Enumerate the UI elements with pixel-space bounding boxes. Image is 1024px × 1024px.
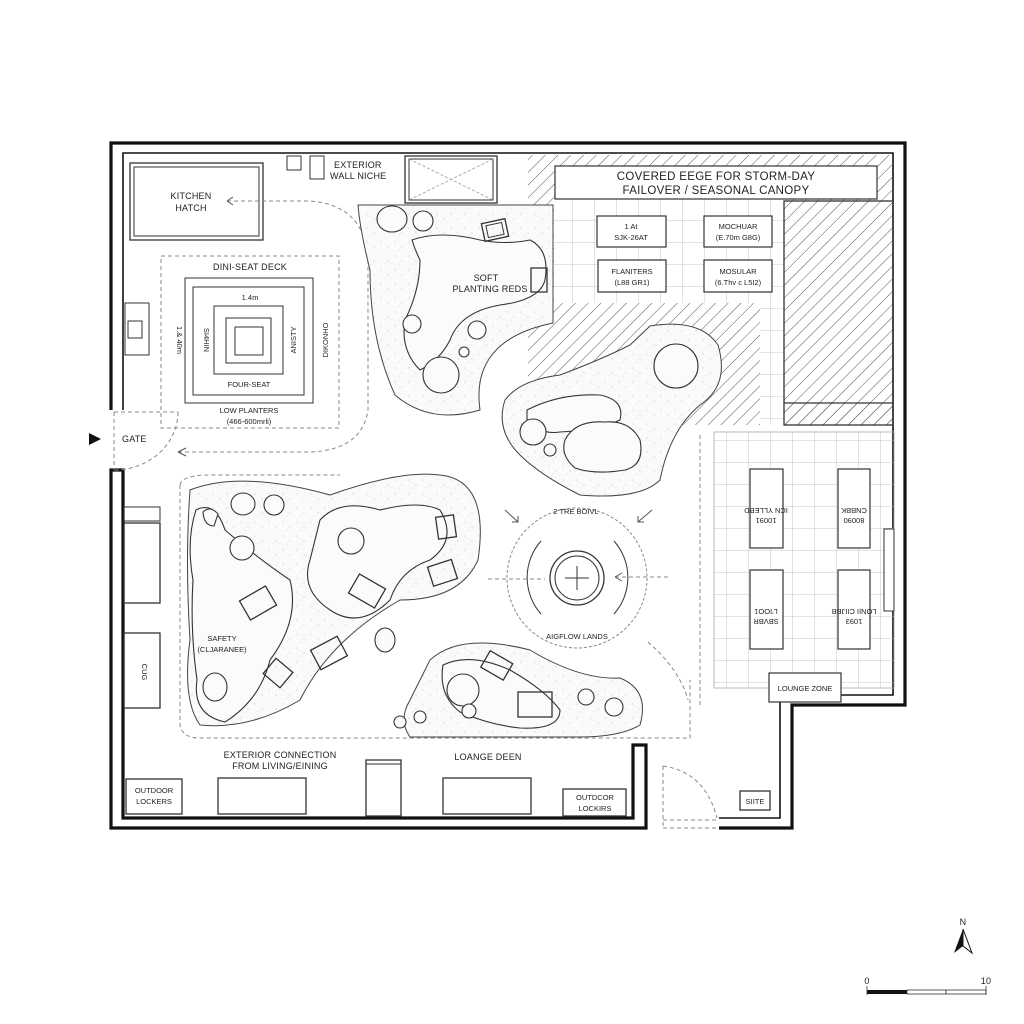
safety-label-2: (CLJARANEE) <box>197 645 247 654</box>
safety-label-1: SAFETY <box>207 634 236 643</box>
deck-side-left: SI4HIN <box>202 328 211 352</box>
kitchen-hatch: KITCHEN HATCH <box>129 162 369 457</box>
deck-outer-right: DIKONHO <box>321 322 330 357</box>
scale-start-label: 0 <box>864 976 869 986</box>
fire-bowl: 2 TRE BOIVL AIGFLOW LANDS <box>488 507 670 649</box>
lounge-box-2-line2: 80090 <box>844 516 865 525</box>
north-arrow: N <box>954 917 974 955</box>
deck-title: DINI-SEAT DECK <box>213 262 287 272</box>
lounge-zone-label: LOUNGE ZONE <box>778 684 833 693</box>
canopy-box-1-line1: 1 At <box>625 222 639 231</box>
soft-planting-beds: SOFT PLANTING REDS <box>357 204 554 416</box>
lounge-box-4-line2: 1093 <box>846 617 863 626</box>
canopy-box-2-line1: MOCHUAR <box>719 222 758 231</box>
gate-label: GATE <box>122 434 147 444</box>
canopy-box-4-line1: MOSULAR <box>719 267 757 276</box>
deck-dim-left: 1.& 40m <box>175 326 184 354</box>
safety-clearance-planting: SAFETY (CLJARANEE) <box>179 473 691 739</box>
kitchen-hatch-label-2: HATCH <box>175 203 206 213</box>
lockers-right-label-2: LOCKIRS <box>579 804 612 813</box>
canopy-box-3-line2: (L88 GR1) <box>614 278 650 287</box>
low-planters-label-2: (466-600mrli) <box>227 417 272 426</box>
exterior-connection-label-1: EXTERIOR CONNECTION <box>224 750 337 760</box>
left-wall-fixtures: CUG <box>123 302 161 709</box>
lounge-box: CNBBK 80090 <box>837 468 871 549</box>
entry-arrow-icon <box>89 433 101 445</box>
lounge-box: L'IOO1 SBVBR <box>749 569 784 650</box>
niche-label-1: EXTERIOR <box>334 160 382 170</box>
scale-end-label: 10 <box>981 976 991 986</box>
canopy-box: MOSULAR (6.Thv c L5I2) <box>703 259 773 293</box>
canopy-box-1-line2: SJK-26AT <box>614 233 648 242</box>
fire-bowl-top-label: 2 TRE BOIVL <box>553 507 598 516</box>
canopy-box-3-line1: FLANITERS <box>611 267 652 276</box>
lounge-box-1-line1: ICN YLLEBD <box>744 506 788 515</box>
canopy-title-1: COVERED EEGE FOR STORM-DAY <box>617 171 815 183</box>
perimeter-wall <box>109 141 907 830</box>
lounge-box-3-line1: L'IOO1 <box>754 607 778 616</box>
lounge-box-2-line1: CNBBK <box>841 506 867 515</box>
central-planting-pod <box>501 323 722 497</box>
lockers-right-label-1: OUTDCOR <box>576 793 614 802</box>
exterior-wall-niche: EXTERIOR WALL NICHE <box>286 155 498 204</box>
lounge-box-4-line1: LONII CIIJBB <box>831 607 876 616</box>
canopy-box-4-line2: (6.Thv c L5I2) <box>715 278 762 287</box>
fire-bowl-bottom-label: AIGFLOW LANDS <box>546 632 608 641</box>
lounge-zone: ICN YLLEBD 10091 CNBBK 80090 L'IOO1 SBVB… <box>699 431 895 708</box>
low-planters-label-1: LOW PLANTERS <box>220 406 279 415</box>
gate: GATE <box>89 411 179 471</box>
dini-seat-deck: DINI-SEAT DECK 1.4m 1.& 40m SI4HIN ANIST… <box>160 255 340 429</box>
canopy-box: MOCHUAR (E.70m G8G) <box>703 215 773 248</box>
canopy-box: 1 At SJK-26AT <box>596 215 667 248</box>
soft-planting-label-1: SOFT <box>474 273 499 283</box>
deck-dim-top: 1.4m <box>242 293 259 302</box>
lounge-deen-label: LOANGE DEEN <box>454 752 521 762</box>
site-label: SIITE <box>746 797 765 806</box>
canopy-box-2-line2: (E.70m G8G) <box>716 233 761 242</box>
lounge-box-1-line2: 10091 <box>756 516 777 525</box>
four-seat-label: FOUR-SEAT <box>228 380 271 389</box>
bottom-strip: EXTERIOR CONNECTION FROM LIVING/EINING L… <box>125 750 771 829</box>
canopy-box: FLANITERS (L88 GR1) <box>597 259 667 293</box>
lockers-left-label-2: LOCKERS <box>136 797 172 806</box>
kitchen-hatch-label-1: KITCHEN <box>171 191 212 201</box>
scale-bar: 0 10 <box>864 976 991 995</box>
lockers-left-label-1: OUTDOOR <box>135 786 174 795</box>
lower-planting-bed <box>393 641 689 738</box>
soft-planting-label-2: PLANTING REDS <box>452 284 527 294</box>
deck-side-right: ANISTY <box>289 326 298 353</box>
covered-edge-canopy: COVERED EEGE FOR STORM-DAY FAILOVER / SE… <box>528 155 894 426</box>
exterior-connection-label-2: FROM LIVING/EINING <box>232 761 328 771</box>
locker-glyph: CUG <box>140 664 149 681</box>
lounge-box: ICN YLLEBD 10091 <box>744 468 788 549</box>
niche-label-2: WALL NICHE <box>330 171 386 181</box>
north-arrow-icon <box>954 929 963 953</box>
canopy-title-2: FAILOVER / SEASONAL CANOPY <box>623 185 810 197</box>
lounge-box: LONII CIIJBB 1093 <box>831 569 877 650</box>
north-label: N <box>960 917 967 927</box>
lounge-box-3-line2: SBVBR <box>753 617 779 626</box>
